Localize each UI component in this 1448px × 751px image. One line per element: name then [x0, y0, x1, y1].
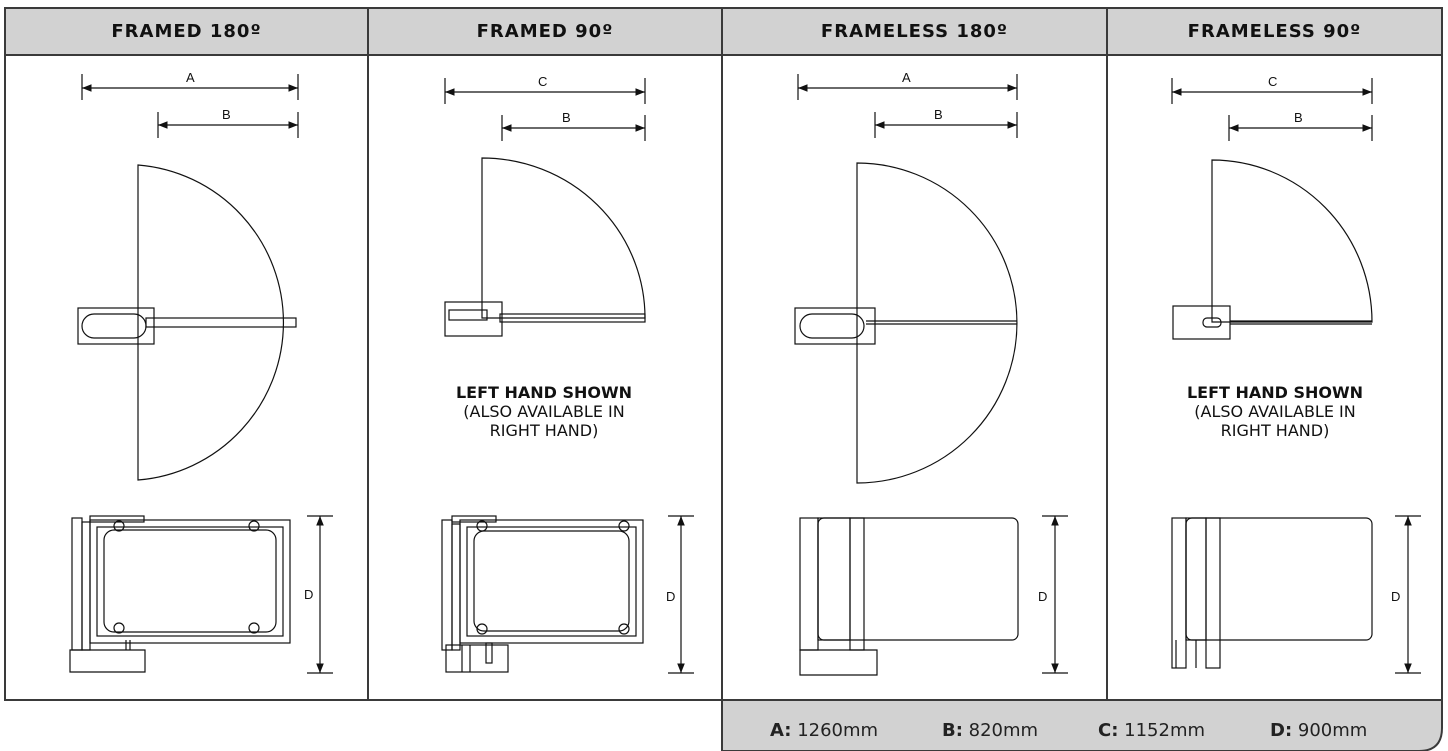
hand-note-frameless-90: LEFT HAND SHOWN (ALSO AVAILABLE IN RIGHT…: [1160, 383, 1390, 440]
note-line: (ALSO AVAILABLE IN: [1194, 402, 1356, 421]
note-bold: LEFT HAND SHOWN: [455, 383, 633, 402]
spec-d: D: 900mm: [1270, 720, 1367, 741]
spec-key: C:: [1098, 720, 1119, 741]
spec-key: A:: [770, 720, 792, 741]
dim-label-d: D: [1391, 589, 1400, 604]
framed-180-plan: [77, 74, 299, 481]
note-line: RIGHT HAND): [489, 421, 599, 440]
hand-note-framed-90: LEFT HAND SHOWN (ALSO AVAILABLE IN RIGHT…: [429, 383, 659, 440]
spec-a: A: 1260mm: [770, 720, 878, 741]
framed-180-elevation: [69, 515, 333, 674]
header-band: [5, 8, 1442, 55]
frameless-180-elevation: [799, 515, 1068, 676]
column-header-frameless-180: FRAMELESS 180º: [820, 21, 1009, 42]
framed-90-plan: [444, 78, 646, 337]
dim-label-b: B: [562, 110, 571, 125]
spec-value: 1152mm: [1124, 720, 1206, 741]
spec-value: 900mm: [1297, 720, 1368, 741]
frameless-180-plan: [794, 74, 1018, 484]
dim-label-c: C: [538, 74, 547, 89]
note-line: RIGHT HAND): [1220, 421, 1330, 440]
spec-value: 1260mm: [797, 720, 879, 741]
column-header-framed-90: FRAMED 90º: [476, 21, 614, 42]
spec-key: D:: [1270, 720, 1293, 741]
framed-90-elevation: [441, 515, 694, 674]
dim-label-b: B: [1294, 110, 1303, 125]
dim-label-b: B: [222, 107, 231, 122]
spec-value: 820mm: [968, 720, 1039, 741]
spec-key: B:: [942, 720, 963, 741]
dim-label-c: C: [1268, 74, 1277, 89]
dim-label-a: A: [186, 70, 195, 85]
dim-label-a: A: [902, 70, 911, 85]
table-frame: [4, 7, 1443, 701]
frameless-90-plan: [1171, 78, 1373, 340]
spec-b: B: 820mm: [942, 720, 1038, 741]
dim-label-d: D: [666, 589, 675, 604]
spec-c: C: 1152mm: [1098, 720, 1205, 741]
dim-label-d: D: [304, 587, 313, 602]
frameless-90-elevation: [1171, 515, 1421, 674]
note-line: (ALSO AVAILABLE IN: [463, 402, 625, 421]
dim-label-d: D: [1038, 589, 1047, 604]
column-header-framed-180: FRAMED 180º: [111, 21, 262, 42]
dim-label-b: B: [934, 107, 943, 122]
column-header-frameless-90: FRAMELESS 90º: [1187, 21, 1362, 42]
note-bold: LEFT HAND SHOWN: [1186, 383, 1364, 402]
